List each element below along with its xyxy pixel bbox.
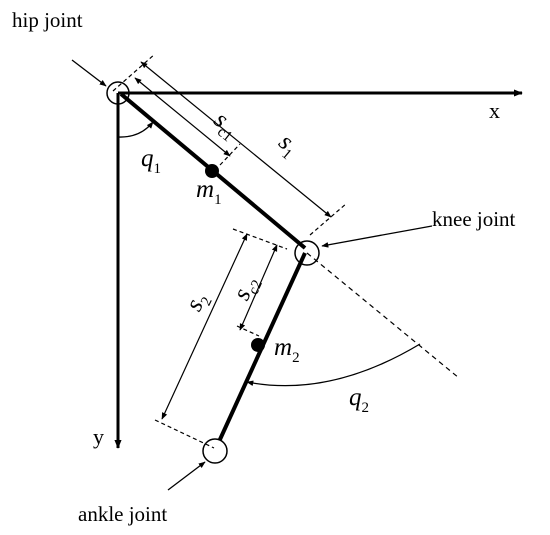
m1-label: m1 (196, 176, 222, 208)
m2-label: m2 (274, 334, 300, 366)
hip-joint-label: hip joint (12, 8, 83, 32)
y-axis-label: y (93, 424, 104, 449)
svg-text:sc1: sc1 (206, 106, 244, 145)
mass-2-dot (251, 338, 265, 352)
q1-angle-arc (117, 121, 154, 138)
s1-label: s1 (271, 128, 304, 163)
svg-text:sc2: sc2 (228, 272, 266, 306)
sc1-dimension-arrow (134, 77, 231, 157)
svg-text:s1: s1 (271, 128, 304, 163)
knee-callout-arrow (321, 225, 433, 248)
x-axis-label: x (489, 98, 500, 123)
ankle-joint-circle (202, 438, 228, 464)
hip-joint-circle (106, 81, 130, 105)
q1-label: q1 (141, 145, 161, 177)
s2-dimension-arrow (161, 233, 248, 420)
sc2-label: sc2 (228, 272, 266, 306)
sc2-dimension-arrow (239, 244, 278, 331)
sc1-label: sc1 (206, 106, 244, 145)
hip-callout-arrow (71, 59, 107, 87)
s1-dimension-arrow (140, 61, 332, 218)
q2-angle-arc (246, 343, 421, 387)
knee-joint-circle (294, 240, 320, 266)
knee-joint-label: knee joint (432, 207, 516, 231)
q2-label: q2 (349, 384, 369, 416)
ankle-joint-label: ankle joint (78, 502, 167, 526)
thigh-extension-dashed (306, 252, 460, 379)
ankle-callout-arrow (167, 461, 206, 491)
